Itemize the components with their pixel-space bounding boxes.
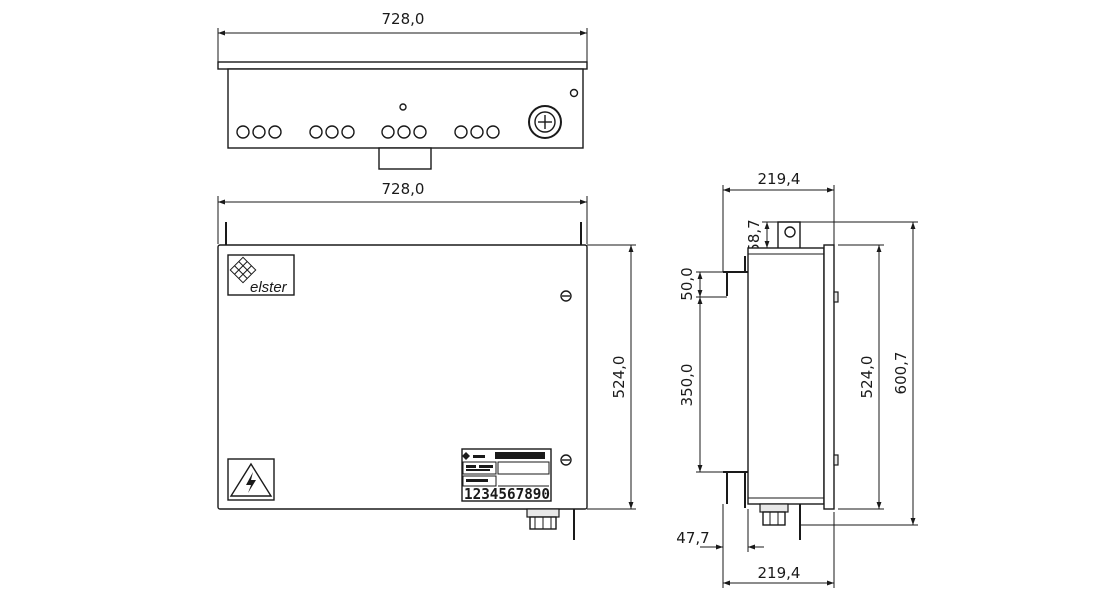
side-mount-offset-dimension: 50,0 [678,267,696,300]
elster-logo-icon: elster [227,254,295,296]
screw-icon [560,454,572,466]
screw-icon [560,290,572,302]
cable-gland-row [236,125,500,139]
top-width-dimension: 728,0 [382,10,425,28]
front-width-dimension: 728,0 [382,180,425,198]
side-depth-top-dimension: 219,4 [758,170,801,188]
nameplate: 1234567890 [461,448,552,503]
side-body-height-dimension: 524,0 [858,356,876,399]
logo-text: elster [250,279,288,296]
side-total-height-dimension: 600,7 [892,352,910,395]
bottom-gland [526,508,560,530]
front-view: 728,0 elster [217,180,636,540]
side-depth-bottom-dimension: 219,4 [758,564,801,582]
side-mount-spacing-dimension: 350,0 [678,364,696,407]
high-voltage-warning-icon [227,458,275,501]
side-lug-dimension: 58,7 [745,219,763,252]
side-bottom-offset-dimension: 47,7 [676,529,709,547]
side-view: 219,4 58,7 50,0 350,0 [676,170,918,588]
serial-number: 1234567890 [464,485,550,503]
top-view: 728,0 [217,10,588,170]
front-height-dimension: 524,0 [610,356,628,399]
earth-gland-icon [528,105,562,139]
